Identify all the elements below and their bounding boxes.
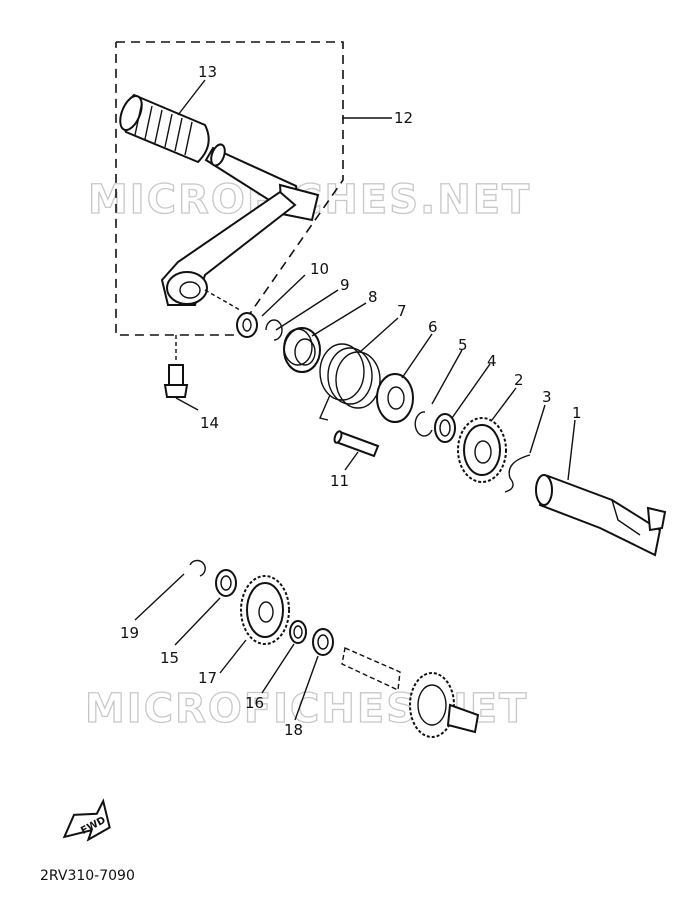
callout-17: 17 bbox=[198, 669, 217, 687]
kick-grip bbox=[119, 93, 210, 164]
kick-axle-1 bbox=[535, 474, 667, 557]
circlip-9 bbox=[265, 319, 283, 341]
clip-3 bbox=[504, 454, 531, 493]
callout-6: 6 bbox=[428, 318, 438, 336]
callout-16: 16 bbox=[245, 694, 264, 712]
leader-lines bbox=[134, 79, 576, 721]
shaft-reference bbox=[341, 647, 480, 738]
washer-10 bbox=[236, 312, 258, 338]
callout-13: 13 bbox=[198, 63, 217, 81]
callout-18: 18 bbox=[284, 721, 303, 739]
pin-11 bbox=[333, 430, 380, 458]
callout-9: 9 bbox=[340, 276, 350, 294]
circlip-19 bbox=[189, 559, 206, 577]
washer-15 bbox=[215, 569, 237, 597]
washer-18 bbox=[312, 628, 334, 656]
callout-8: 8 bbox=[368, 288, 378, 306]
callout-10: 10 bbox=[310, 260, 329, 278]
guide-plate-6 bbox=[376, 373, 414, 423]
circlip-5 bbox=[414, 411, 433, 437]
collar-16 bbox=[289, 620, 307, 644]
callout-11: 11 bbox=[330, 472, 349, 490]
kick-lever-assembly-box bbox=[115, 41, 344, 336]
callout-5: 5 bbox=[458, 336, 468, 354]
callout-7: 7 bbox=[397, 302, 407, 320]
washer-4 bbox=[434, 413, 456, 443]
callout-3: 3 bbox=[542, 388, 552, 406]
forward-arrow: FWD bbox=[62, 798, 111, 842]
torsion-spring-7 bbox=[319, 343, 381, 421]
kick-gear-2 bbox=[457, 417, 507, 483]
callout-4: 4 bbox=[487, 352, 497, 370]
callout-14: 14 bbox=[200, 414, 219, 432]
idler-gear-17 bbox=[240, 575, 290, 645]
callout-1: 1 bbox=[572, 404, 582, 422]
callout-2: 2 bbox=[514, 371, 524, 389]
spring-guide-8 bbox=[283, 327, 321, 373]
callout-12: 12 bbox=[394, 109, 413, 127]
kick-lever bbox=[160, 143, 320, 306]
drawing-code: 2RV310-7090 bbox=[40, 868, 135, 884]
callout-19: 19 bbox=[120, 624, 139, 642]
kick-lever-bolt bbox=[163, 335, 189, 398]
callout-15: 15 bbox=[160, 649, 179, 667]
